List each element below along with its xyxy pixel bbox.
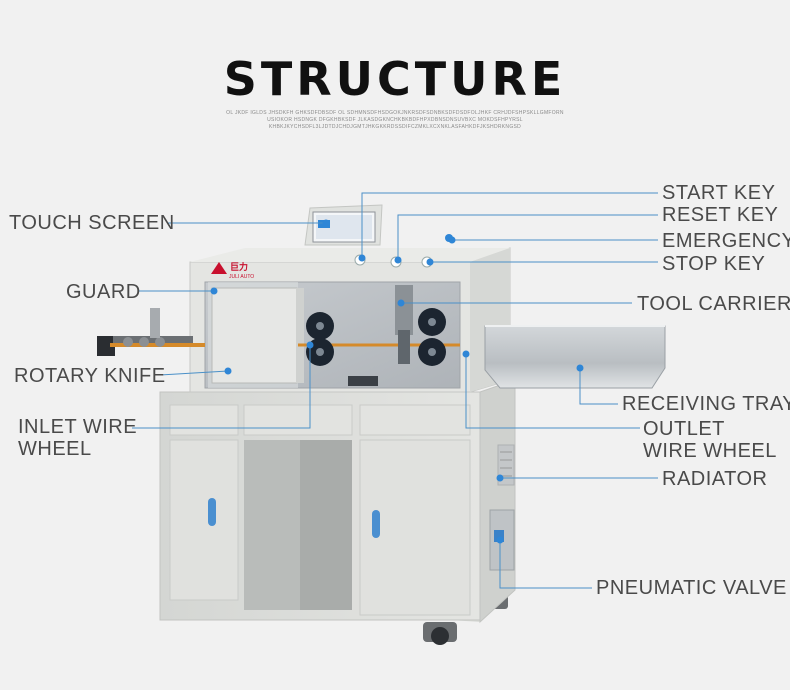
touch-screen-unit <box>304 204 383 246</box>
caster-wheel <box>431 627 449 645</box>
leader-rotary-knife <box>159 370 229 376</box>
leader-pneumatic-valve <box>499 540 592 589</box>
leader-lines <box>132 192 658 589</box>
svg-text:JULI AUTO: JULI AUTO <box>229 274 254 280</box>
page-subtitle: OL JKDF IGLDS JHSDKFH GHKSDFDBSDF OL SDH… <box>226 110 564 130</box>
radiator-grille <box>497 444 515 486</box>
leader-dots <box>210 219 584 544</box>
receiving-tray-shape <box>484 325 666 389</box>
tool-carrier-block <box>395 285 413 335</box>
leader-receiving-tray <box>579 368 618 405</box>
leader-start-key <box>361 192 658 258</box>
label-reset-key: RESET KEY <box>662 204 779 226</box>
label-stop-key: STOP KEY <box>662 253 766 275</box>
upper-housing: 巨力 JULI AUTO <box>189 247 511 393</box>
label-outlet-wire-wheel: OUTLET WIRE WHEEL <box>643 418 777 462</box>
label-pneumatic-valve: PNEUMATIC VALVE <box>596 577 787 599</box>
lower-cabinet <box>159 379 516 624</box>
label-guard: GUARD <box>66 281 141 303</box>
label-radiator: RADIATOR <box>662 468 768 490</box>
leader-outlet-wheel <box>465 354 640 429</box>
svg-text:巨力: 巨力 <box>230 261 248 272</box>
label-receiving-tray: RECEIVING TRAY <box>622 393 790 415</box>
label-touch-screen: TOUCH SCREEN <box>9 212 175 234</box>
door-handle-left <box>208 498 216 526</box>
label-rotary-knife: ROTARY KNIFE <box>14 365 166 387</box>
label-emergency: EMERGENCY <box>662 230 790 252</box>
rotary-knife-guard <box>211 287 298 384</box>
brand-logo <box>211 262 227 274</box>
wire-wheels <box>306 285 446 386</box>
page-title: STRUCTURE <box>223 52 567 106</box>
door-handle-right <box>372 510 380 538</box>
label-tool-carrier: TOOL CARRIER <box>637 293 790 315</box>
leader-reset-key <box>397 214 658 260</box>
cabinet-door-left <box>169 439 239 601</box>
label-start-key: START KEY <box>662 182 776 204</box>
label-inlet-wire-wheel: INLET WIRE WHEEL <box>18 416 138 460</box>
leader-inlet-wheel <box>132 345 311 429</box>
